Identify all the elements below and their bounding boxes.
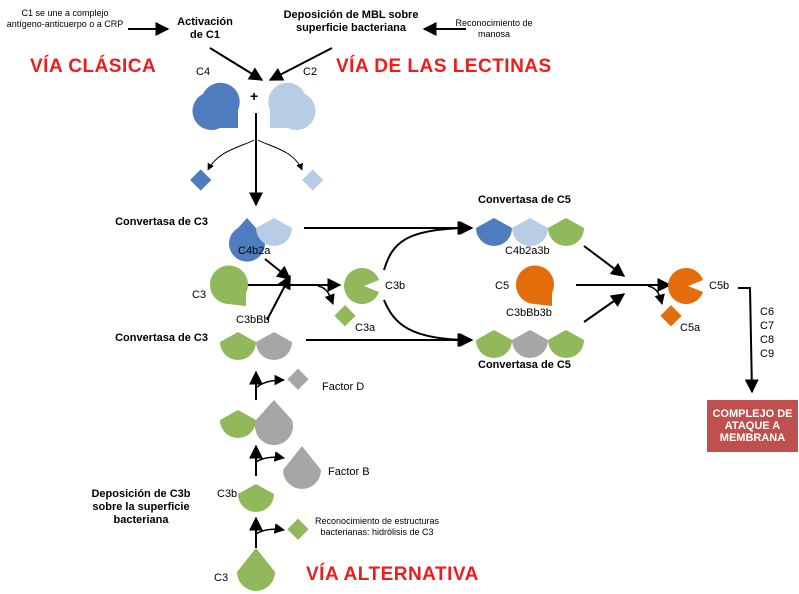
c5a-diamond: [660, 305, 682, 327]
classical-trigger: C1 se une a complejo antígeno-anticuerpo…: [6, 8, 124, 29]
arrow-mbl-to-plus: [268, 47, 333, 81]
mannose-recognition: Reconocimiento de manosa: [455, 18, 533, 39]
c4b-pacman: [228, 218, 265, 262]
membrane-attack-complex-box: COMPLEJO DE ATAQUE A MEMBRANA: [707, 400, 798, 452]
c5-label: C5: [495, 280, 510, 292]
c3a-label: C3a: [355, 322, 376, 334]
c3a-diamond: [334, 305, 356, 327]
c7-label: C7: [760, 320, 775, 332]
factor-b-drop: [283, 446, 321, 489]
arrow-activation-to-plus: [209, 47, 264, 81]
alternative-pathway-title: VÍA ALTERNATIVA: [306, 564, 479, 585]
hydrolysis-label: Reconocimiento de estructuras bacteriana…: [314, 516, 440, 537]
c3-convertase-classical-label: Convertasa de C3: [115, 216, 208, 228]
c5conv-c3b: [548, 218, 584, 246]
c5b-label: C5b: [709, 280, 730, 292]
c3b-pacman: [344, 268, 379, 304]
mbl-deposition: Deposición de MBL sobre superficie bacte…: [283, 9, 419, 34]
c3-bottom-drop: [237, 548, 275, 591]
classical-pathway-title: VÍA CLÁSICA: [30, 56, 157, 77]
c4b2a3b-label: C4b2a3b: [505, 245, 550, 257]
factor-b-label: Factor B: [328, 466, 370, 478]
c8-label: C8: [760, 334, 775, 346]
c3bbb3b-label: C3bBb3b: [506, 307, 552, 319]
c5conv-alt-bb: [512, 330, 548, 358]
plus-sign: +: [250, 88, 259, 104]
arrow-c3bbb-to-c3: [266, 274, 291, 321]
lectin-pathway-title: VÍA DE LAS LECTINAS: [336, 56, 552, 77]
bb-pacman: [256, 332, 292, 360]
hydrolysis-diamond: [287, 518, 309, 540]
c5a-label: C5a: [680, 322, 701, 334]
c5-convertase-bottom-label: Convertasa de C5: [478, 359, 571, 371]
c3b-pacman-alt: [220, 332, 256, 360]
arrow-c5conv-top-to-c5b: [583, 245, 626, 277]
c3bbb-label: C3bBb: [236, 314, 270, 326]
c2-label: C2: [303, 66, 318, 78]
c5conv-alt-c3b2: [548, 330, 584, 358]
arrow-hydrolysis: [255, 523, 286, 535]
c3-convertase-alternative-label: Convertasa de C3: [115, 332, 208, 344]
mac-label: COMPLEJO DE ATAQUE A MEMBRANA: [712, 408, 793, 444]
c3-bottom-label: C3: [214, 572, 229, 584]
c5b-pacman: [668, 268, 703, 305]
c3-label: C3: [192, 289, 207, 301]
arrow-to-factor-d: [255, 374, 286, 389]
c5conv-c2a: [512, 218, 548, 246]
factor-d-diamond: [287, 368, 309, 390]
c4-label: C4: [196, 66, 211, 78]
c2a-pacman: [256, 218, 292, 246]
factor-d-label: Factor D: [322, 381, 365, 393]
c3-drop-shape: [209, 265, 248, 306]
c5conv-alt-c3b: [476, 330, 512, 358]
arrow-c3b-to-c5conv-top: [383, 221, 474, 271]
arrow-to-c2b: [257, 139, 303, 171]
arrow-c5conv-bottom-to-c5b: [583, 293, 626, 323]
c2-drop-shape: [268, 82, 316, 131]
c3b-label: C3b: [385, 280, 406, 292]
c6-label: C6: [760, 306, 775, 318]
arrow-c3b-to-c5conv-bottom: [383, 299, 474, 347]
c5-convertase-top-label: Convertasa de C5: [478, 194, 571, 206]
c3b-alt-label: C3b: [217, 488, 238, 500]
c3b-pacman-c3bb: [220, 410, 256, 438]
c3b-deposition-label: Deposición de C3b sobre la superficie ba…: [91, 488, 191, 526]
c2b-diamond: [302, 169, 324, 191]
arrow-factor-b-join: [255, 451, 286, 463]
arrow-to-c4a: [207, 139, 255, 171]
c1-activation: Activación de C1: [177, 16, 233, 41]
arrow-to-c3a: [317, 285, 335, 305]
c5-drop-shape: [515, 265, 554, 306]
c4-drop-shape: [192, 82, 240, 131]
arrow-to-c5a: [647, 285, 665, 306]
arrow-c5b-to-mac: [738, 287, 759, 394]
c9-label: C9: [760, 348, 775, 360]
c3b-pacman-deposited: [238, 484, 274, 512]
factor-b-bound: [255, 400, 293, 446]
c4a-diamond: [190, 169, 212, 191]
c4b2a-label: C4b2a: [238, 245, 271, 257]
c5conv-c4b: [476, 218, 512, 246]
arrow-c4b2a-to-c3: [264, 258, 292, 280]
arrows: [128, 22, 759, 548]
